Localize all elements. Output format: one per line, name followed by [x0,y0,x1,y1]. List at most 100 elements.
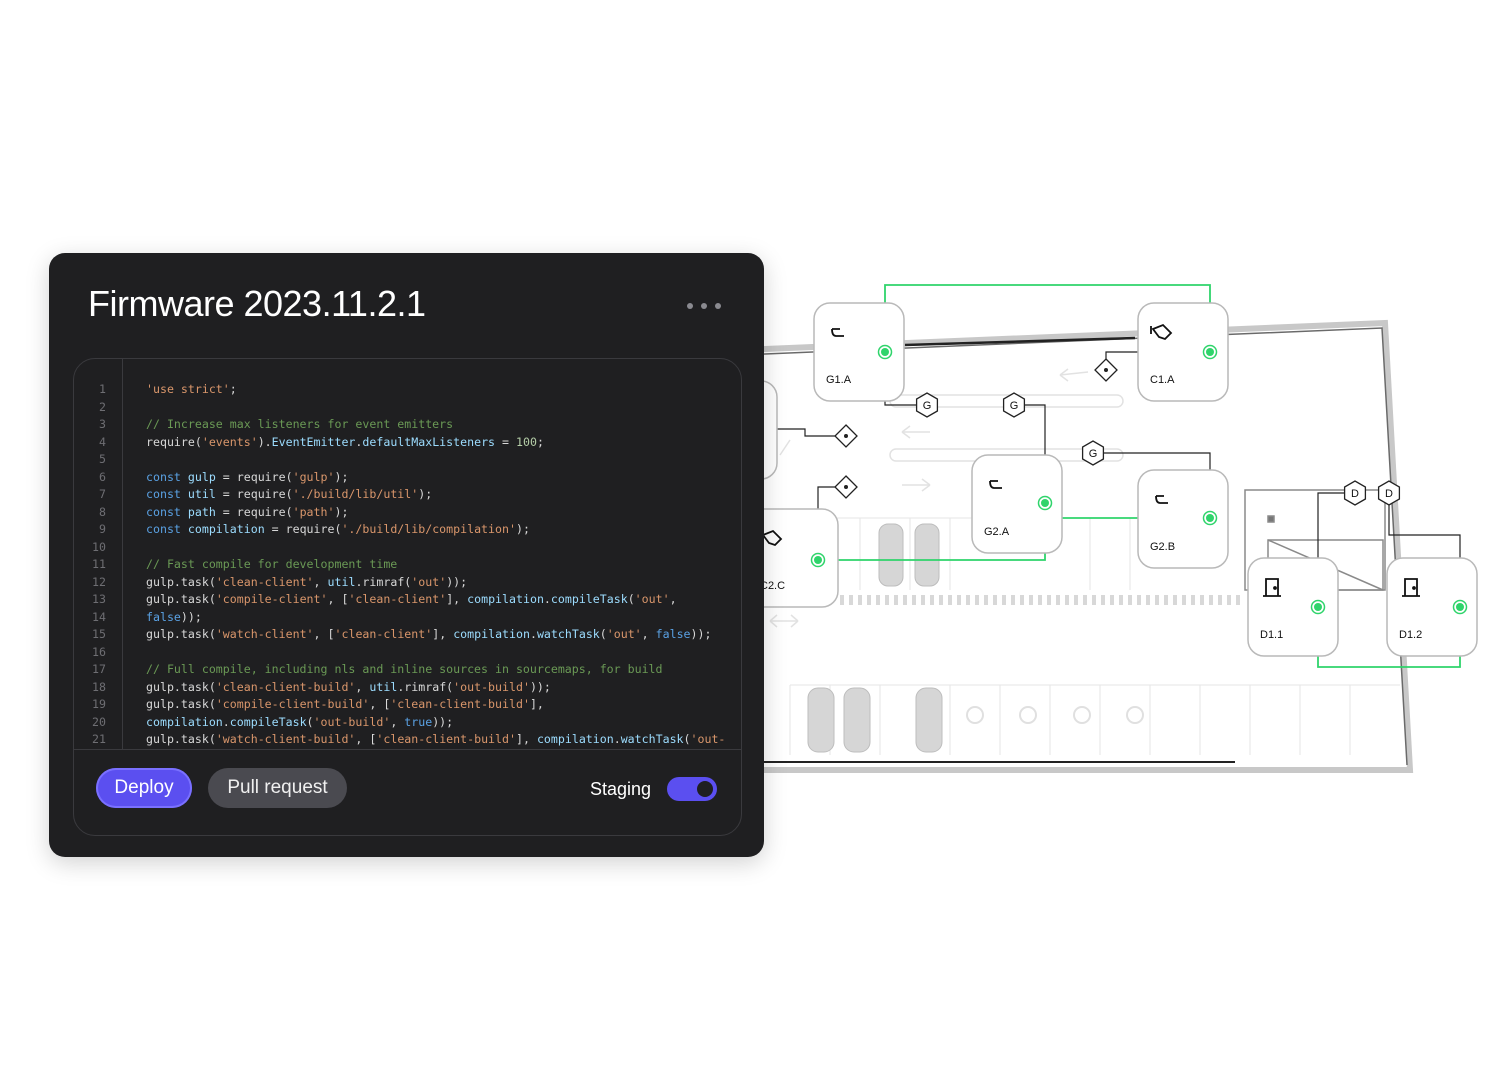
hub-hexagon [1081,440,1105,466]
device-label: C1.A [1150,374,1175,386]
line-number: 13 [92,592,106,606]
line-number: 12 [92,574,106,589]
device-node-c2-c[interactable]: C2.C [747,508,839,608]
code-text: gulp.task('compile-client', ['clean-clie… [146,592,677,606]
code-text: require('events').EventEmitter.defaultMa… [146,434,544,449]
connection-port-dot [1206,514,1214,522]
code-text: const compilation = require('./build/lib… [146,522,530,536]
device-card [813,302,905,402]
connection-port-dot [1206,348,1214,356]
device-node-g1-a[interactable]: G1.A [813,302,905,402]
hub-hexagon [915,392,939,418]
code-text: gulp.task('watch-client-build', ['clean-… [146,732,726,746]
device-card [1386,557,1478,657]
device-card [1247,557,1339,657]
device-label: G2.A [984,526,1010,538]
line-number: 18 [92,679,106,694]
junction-diamond-icon [834,475,858,499]
code-text: 'use strict'; [146,382,237,396]
hub-hexagon [1377,480,1401,506]
staging-label: Staging [590,779,652,799]
line-number: 11 [92,557,106,571]
device-label: D1.1 [1260,629,1283,641]
device-node-c1-a[interactable]: C1.A [1137,302,1229,402]
line-number: 5 [99,452,106,466]
door-icon [1402,578,1420,597]
firmware-panel: Firmware 2023.11.2.1 1 'use strict'; 2 3 // … [49,253,764,857]
line-number: 3 [99,417,106,431]
device-node-d1-2[interactable]: D1.2 [1386,557,1478,657]
device-node-g2-a[interactable]: G2.A [971,454,1063,554]
hub-label: G [1010,400,1019,412]
code-text: // Increase max listeners for event emit… [146,417,454,431]
line-number: 1 [99,382,106,396]
connection-port-dot [1041,499,1049,507]
hub-hexagon [1343,480,1367,506]
hub-label: G [1089,448,1098,460]
code-text: gulp.task('compile-client-build', ['clea… [146,697,544,711]
connection-port-dot [1456,603,1464,611]
code-text: gulp.task('watch-client', ['clean-client… [146,627,712,641]
gate-controller-icon [831,328,844,337]
hub-d[interactable]: D [1377,480,1401,506]
line-number: 19 [92,697,106,711]
line-number: 10 [92,539,106,554]
line-number: 15 [92,627,106,641]
line-number: 16 [92,644,106,659]
code-text: false)); [146,609,202,624]
line-number: 7 [99,487,106,501]
hub-g[interactable]: G [915,392,939,418]
toggle-knob [697,781,713,797]
hub-hexagon [1002,392,1026,418]
device-label: D1.2 [1399,629,1422,641]
junction-diamond-icon [1094,358,1118,382]
line-number: 4 [99,434,106,449]
pull-request-button[interactable]: Pull request [208,768,347,808]
code-text: // Fast compile for development time [146,557,398,571]
code-text: gulp.task('clean-client', util.rimraf('o… [146,574,468,589]
more-horizontal-icon[interactable] [687,301,721,311]
deploy-button[interactable]: Deploy [96,768,192,808]
gate-controller-icon [989,480,1002,489]
code-editor[interactable]: 1 'use strict'; 2 3 // Increase max listener… [73,358,742,836]
code-area[interactable]: 1 'use strict'; 2 3 // Increase max listener… [74,359,741,750]
hub-g[interactable]: G [1081,440,1105,466]
device-label: C2.C [760,580,785,592]
hub-g[interactable]: G [1002,392,1026,418]
line-number: 2 [99,399,106,414]
code-text: const path = require('path'); [146,504,349,519]
code-text: // Full compile, including nls and inlin… [146,662,663,676]
code-text: const gulp = require('gulp'); [146,469,349,484]
code-text: gulp.task('clean-client-build', util.rim… [146,679,551,694]
hubs: G G G D D [834,358,1401,506]
camera-icon [1150,323,1173,341]
device-node-d1-1[interactable]: D1.1 [1247,557,1339,657]
hub-label: G [923,400,932,412]
hub-d[interactable]: D [1343,480,1367,506]
connection-port-dot [881,348,889,356]
line-number: 21 [92,732,106,746]
code-text: const util = require('./build/lib/util')… [146,487,433,501]
line-number-gutter [74,359,123,749]
staging-toggle[interactable] [667,777,717,801]
line-number: 8 [99,504,106,519]
device-card [1137,469,1229,569]
page-title: Firmware 2023.11.2.1 [88,283,426,324]
line-number: 6 [99,469,106,484]
device-card [971,454,1063,554]
parked-cars [807,523,943,753]
line-number: 20 [92,714,106,729]
ev-charger-icons [966,706,1144,724]
connection-port-dot [1314,603,1322,611]
device-node-g2-b[interactable]: G2.B [1137,469,1229,569]
connection-port-dot [814,556,822,564]
hub-label: D [1351,488,1359,500]
line-number: 9 [99,522,106,536]
gate-controller-icon [1155,495,1168,504]
line-number: 17 [92,662,106,676]
door-icon [1263,578,1281,597]
code-text: compilation.compileTask('out-build', tru… [146,714,454,729]
junction-diamond-icon [834,424,858,448]
line-number: 14 [92,609,106,624]
device-label: G2.B [1150,541,1175,553]
